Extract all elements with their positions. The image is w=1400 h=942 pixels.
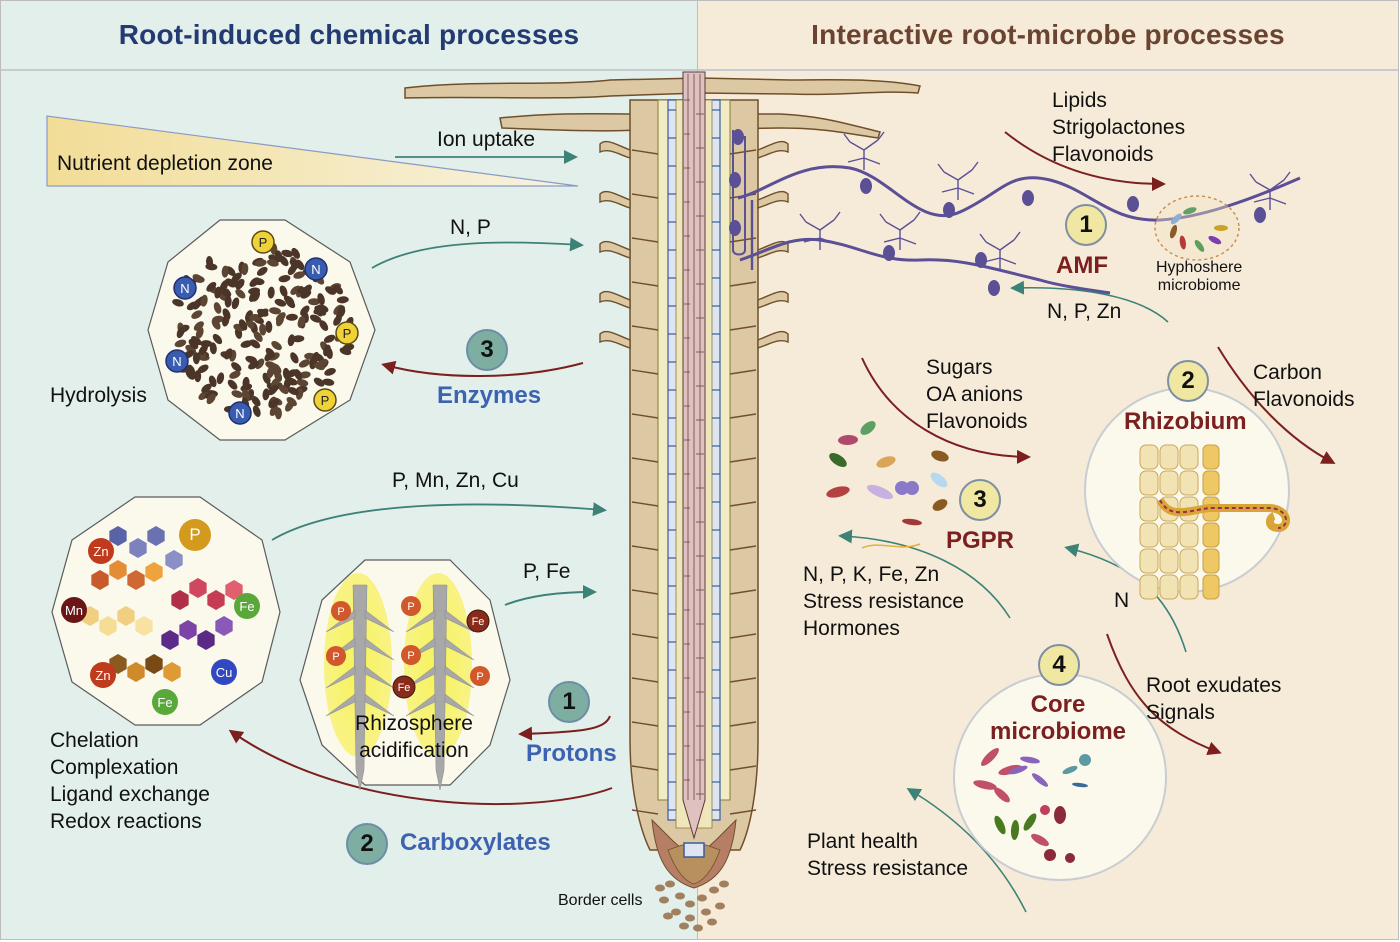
rhizobium-label: Rhizobium <box>1124 408 1247 435</box>
root <box>405 72 920 932</box>
svg-text:P: P <box>321 393 330 408</box>
np-label: N, P <box>450 214 491 241</box>
process-item: Complexation <box>50 754 210 781</box>
svg-text:Fe: Fe <box>398 682 411 694</box>
core-microbiome-label: Core microbiome <box>978 691 1138 745</box>
carboxylates-label: Carboxylates <box>400 829 551 857</box>
svg-text:P: P <box>407 601 414 613</box>
svg-text:N: N <box>235 406 244 421</box>
chelation-octagon: ZnPMnFeZnCuFe <box>52 497 280 725</box>
np-arrow <box>372 242 580 268</box>
nutrient-token: P <box>252 231 274 253</box>
chelation-processes-list: Chelation Complexation Ligand exchange R… <box>50 727 210 835</box>
border-cells <box>655 881 729 932</box>
svg-text:N: N <box>172 354 181 369</box>
chelate-nutrient-token: P <box>179 519 211 551</box>
svg-text:P: P <box>259 235 268 250</box>
amf-return-label: N, P, Zn <box>1047 298 1121 325</box>
pgpr-number-badge: 3 <box>959 479 1001 521</box>
svg-text:P: P <box>476 671 483 683</box>
rhizobium-number-badge: 2 <box>1167 360 1209 402</box>
chelate-nutrient-token: Fe <box>234 593 260 619</box>
acid-nutrient-token: P <box>401 596 421 616</box>
depletion-zone-label: Nutrient depletion zone <box>57 150 273 177</box>
core-return-list: Plant health Stress resistance <box>807 828 968 882</box>
chelate-nutrient-token: Zn <box>88 538 114 564</box>
svg-text:Fe: Fe <box>472 616 485 628</box>
acid-nutrient-token: P <box>470 666 490 686</box>
svg-text:P: P <box>332 651 339 663</box>
svg-text:P: P <box>343 326 352 341</box>
acid-nutrient-token: Fe <box>467 610 489 632</box>
acid-nutrient-token: Fe <box>393 676 415 698</box>
protons-number-badge: 1 <box>548 681 590 723</box>
border-cells-label: Border cells <box>558 892 642 910</box>
acidification-uptake-arrow <box>505 592 593 605</box>
svg-text:P: P <box>337 606 344 618</box>
pgpr-bacteria <box>825 418 950 548</box>
process-item: Chelation <box>50 727 210 754</box>
acid-nutrient-token: P <box>331 601 351 621</box>
process-item: Ligand exchange <box>50 781 210 808</box>
chelate-nutrient-token: Mn <box>61 597 87 623</box>
nutrient-token: N <box>174 277 196 299</box>
protons-label: Protons <box>526 740 617 768</box>
carboxylates-number-badge: 2 <box>346 823 388 865</box>
svg-text:N: N <box>180 281 189 296</box>
nutrient-token: P <box>314 389 336 411</box>
chelate-nutrient-token: Fe <box>152 689 178 715</box>
amf-exudates-list: Lipids Strigolactones Flavonoids <box>1052 87 1185 168</box>
nutrient-token: N <box>305 258 327 280</box>
svg-text:Zn: Zn <box>93 544 108 559</box>
svg-text:P: P <box>189 525 200 544</box>
enzymes-label: Enzymes <box>437 382 541 410</box>
nutrient-token: N <box>229 402 251 424</box>
svg-text:Cu: Cu <box>216 665 233 680</box>
svg-text:Fe: Fe <box>239 599 254 614</box>
pgpr-return-list: N, P, K, Fe, Zn Stress resistance Hormon… <box>803 561 964 642</box>
chelate-nutrient-token: Cu <box>211 659 237 685</box>
process-item: Redox reactions <box>50 808 210 835</box>
chelation-uptake-arrow <box>272 504 603 540</box>
rhizobium-exudates-list: Carbon Flavonoids <box>1253 359 1355 413</box>
ion-uptake-label: Ion uptake <box>437 126 535 153</box>
svg-text:Fe: Fe <box>157 695 172 710</box>
core-exudates-list: Root exudates Signals <box>1146 672 1281 726</box>
amf-number-badge: 1 <box>1065 204 1107 246</box>
chelate-nutrient-token: Zn <box>90 662 116 688</box>
rhizobium-return-label: N <box>1114 587 1129 614</box>
pgpr-exudates-list: Sugars OA anions Flavonoids <box>926 354 1028 435</box>
svg-text:N: N <box>311 262 320 277</box>
acid-nutrient-token: P <box>401 645 421 665</box>
amf-label: AMF <box>1056 252 1108 279</box>
svg-text:Zn: Zn <box>95 668 110 683</box>
organic-matter-octagon: P N N P N P N <box>148 220 375 440</box>
hyphosphere-label: Hyphoshere microbiome <box>1156 259 1242 295</box>
hydrolysis-label: Hydrolysis <box>50 382 147 409</box>
core-number-badge: 4 <box>1038 644 1080 686</box>
acidification-label: Rhizosphere acidification <box>344 710 484 764</box>
enzymes-number-badge: 3 <box>466 329 508 371</box>
svg-text:Mn: Mn <box>65 603 83 618</box>
pgpr-label: PGPR <box>946 527 1014 554</box>
acidification-uptake-label: P, Fe <box>523 558 570 585</box>
nutrient-token: P <box>336 322 358 344</box>
chelation-uptake-label: P, Mn, Zn, Cu <box>392 467 519 494</box>
svg-text:P: P <box>407 650 414 662</box>
nutrient-token: N <box>166 350 188 372</box>
acid-nutrient-token: P <box>326 646 346 666</box>
